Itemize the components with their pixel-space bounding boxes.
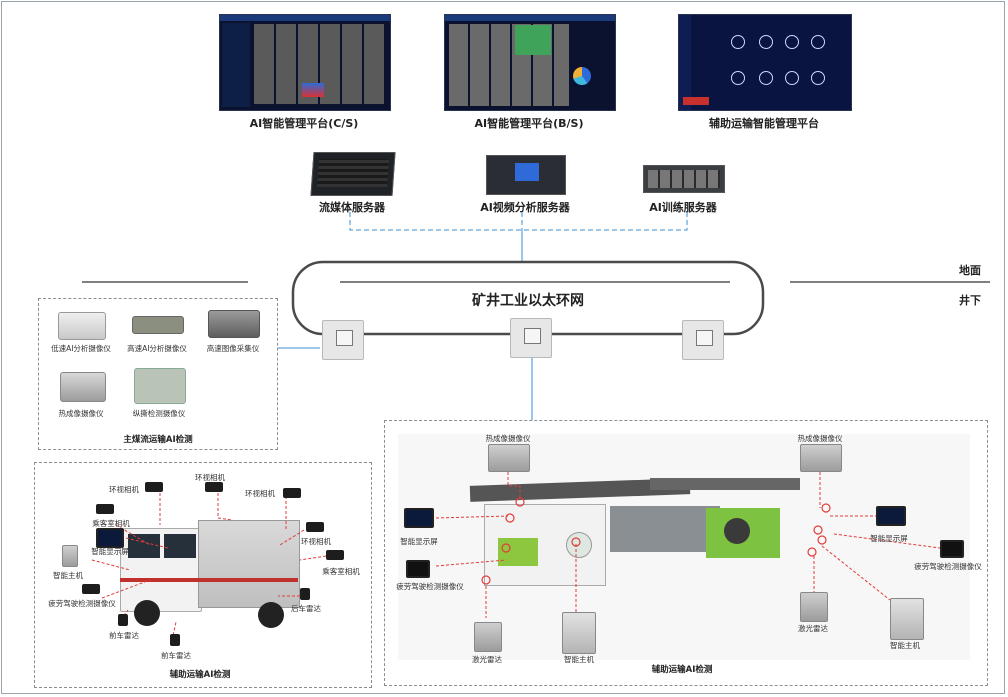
machine-panel-title: 辅助运输AI检测	[651, 665, 713, 675]
machine-label: 疲劳驾驶检测摄像仪	[396, 582, 464, 591]
truck-label: 环视相机	[245, 489, 275, 498]
lidar-icon	[800, 592, 828, 622]
video-server-icon	[486, 155, 566, 195]
truck-label: 环视相机	[195, 473, 225, 482]
fatigue-camera-icon	[406, 560, 430, 578]
surround-camera-icon	[145, 482, 163, 492]
smart-display-icon	[404, 508, 434, 528]
ring-switch-left	[322, 320, 364, 360]
ring-switch-right	[682, 320, 724, 360]
coal-device-label: 高速AI分析摄像仪	[127, 344, 187, 353]
front-radar-icon	[170, 634, 180, 646]
passenger-camera-icon	[96, 504, 114, 514]
fatigue-camera-icon	[82, 584, 100, 594]
smart-host-icon	[62, 545, 78, 567]
passenger-camera-icon	[326, 550, 344, 560]
machine-label: 智能显示屏	[870, 534, 908, 543]
coal-flow-panel	[38, 298, 278, 450]
surround-camera-icon	[283, 488, 301, 498]
shuttle-machine-image	[469, 478, 810, 588]
thermal-camera-icon	[488, 444, 530, 472]
truck-label: 环视相机	[109, 485, 139, 494]
smart-display-icon	[876, 506, 906, 526]
truck-label: 智能主机	[53, 571, 83, 580]
truck-label: 乘客室相机	[322, 567, 360, 576]
ring-network-label: 矿井工业以太环网	[472, 293, 584, 309]
ring-switch-center	[510, 318, 552, 358]
truck-panel-title: 辅助运输AI检测	[169, 670, 231, 680]
machine-label: 激光雷达	[798, 624, 828, 633]
coal-device-label: 低速AI分析摄像仪	[51, 344, 111, 353]
truck-label: 环视相机	[301, 537, 331, 546]
machine-label: 热成像摄像仪	[485, 434, 531, 443]
bs-platform-screenshot	[444, 14, 616, 111]
truck-label: 后车雷达	[291, 604, 321, 613]
smart-host-icon	[562, 612, 596, 654]
coal-device-label: 高速图像采集仪	[206, 344, 260, 353]
truck-label: 前车雷达	[161, 651, 191, 660]
thermal-camera-icon	[800, 444, 842, 472]
fatigue-camera-icon	[940, 540, 964, 558]
tear-detect-camera-image	[134, 368, 186, 404]
machine-detection-panel	[384, 420, 988, 686]
machine-label: 智能主机	[890, 641, 920, 650]
front-radar-icon	[118, 614, 128, 626]
machine-label: 智能主机	[564, 655, 594, 664]
low-speed-camera-image	[58, 312, 106, 340]
high-speed-camera-image	[132, 316, 184, 334]
cs-platform-label: AI智能管理平台(C/S)	[249, 117, 359, 130]
truck-label: 疲劳驾驶检测摄像仪	[48, 599, 116, 608]
machine-label: 激光雷达	[472, 655, 502, 664]
bs-platform-label: AI智能管理平台(B/S)	[474, 117, 584, 130]
aux-platform-label: 辅助运输智能管理平台	[709, 117, 819, 130]
aux-platform-screenshot	[678, 14, 852, 111]
truck-detection-panel	[34, 462, 372, 688]
coal-panel-title: 主煤流运输AI检测	[123, 435, 193, 445]
smart-display-icon	[96, 528, 124, 548]
underground-label: 井下	[959, 294, 981, 307]
train-server-label: AI训练服务器	[649, 201, 717, 214]
surface-label: 地面	[959, 264, 981, 277]
truck-label: 智能显示屏	[91, 547, 129, 556]
coal-device-label: 纵撕检测摄像仪	[132, 409, 186, 418]
surround-camera-icon	[205, 482, 223, 492]
coal-device-label: 热成像摄像仪	[58, 409, 104, 418]
surround-camera-icon	[306, 522, 324, 532]
media-server-label: 流媒体服务器	[319, 201, 385, 214]
machine-label: 热成像摄像仪	[797, 434, 843, 443]
train-server-icon	[643, 165, 725, 193]
image-collector-image	[208, 310, 260, 338]
lidar-icon	[474, 622, 502, 652]
smart-host-icon	[890, 598, 924, 640]
truck-image	[120, 518, 300, 636]
video-server-label: AI视频分析服务器	[480, 201, 570, 214]
cs-platform-screenshot	[219, 14, 391, 111]
rear-radar-icon	[300, 588, 310, 600]
machine-label: 智能显示屏	[400, 537, 438, 546]
thermal-camera-image	[60, 372, 106, 402]
machine-label: 疲劳驾驶检测摄像仪	[914, 562, 982, 571]
truck-label: 乘客室相机	[92, 519, 130, 528]
truck-label: 前车雷达	[109, 631, 139, 640]
